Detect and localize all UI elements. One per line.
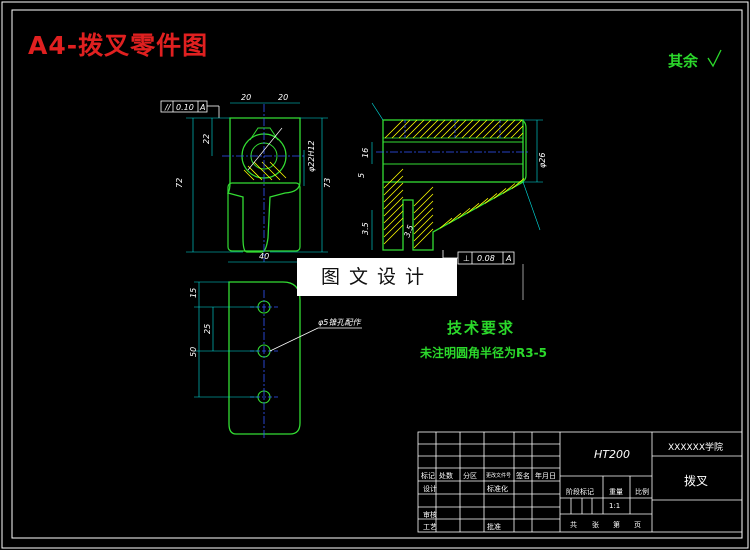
watermark: 图文设计 bbox=[297, 258, 457, 296]
tb-label-approve: 批准 bbox=[487, 523, 501, 531]
side-view bbox=[371, 102, 543, 300]
tb-label-sheet: 张 bbox=[592, 521, 599, 529]
arm-outline bbox=[382, 181, 524, 251]
dim-73: 73 bbox=[323, 178, 332, 188]
bottom-plate bbox=[228, 281, 301, 435]
dim-bore: φ22H12 bbox=[307, 140, 316, 172]
tb-label-standardize: 标准化 bbox=[487, 485, 508, 493]
tb-label-signature: 签名 bbox=[516, 472, 530, 480]
bottom-view bbox=[194, 281, 362, 438]
tb-label-review: 审核 bbox=[423, 511, 437, 519]
title-block bbox=[417, 431, 743, 533]
drawing-title: A4-拨叉零件图 bbox=[28, 31, 209, 60]
tb-label-weight: 重量 bbox=[609, 488, 623, 496]
tol-2-symbol: ⊥ bbox=[463, 254, 470, 263]
front-view bbox=[160, 100, 328, 263]
tb-label-design: 设计 bbox=[423, 485, 437, 493]
tech-req-body: 未注明圆角半径为R3-5 bbox=[420, 346, 547, 360]
inner-frame bbox=[11, 9, 743, 539]
dim-right-16: 16 bbox=[361, 148, 370, 158]
tb-label-scale: 比例 bbox=[635, 488, 649, 496]
surface-finish-icon bbox=[707, 49, 722, 68]
dim-right-3-5a: 3.5 bbox=[361, 222, 370, 235]
surface-note: 其余 bbox=[668, 52, 699, 70]
tb-school: XXXXXX学院 bbox=[668, 443, 723, 453]
tb-label-page: 页 bbox=[634, 521, 641, 529]
tb-label-page-no: 第 bbox=[613, 521, 620, 529]
dim-15: 15 bbox=[189, 288, 198, 298]
tb-label-stage: 阶段标记 bbox=[566, 488, 594, 496]
hole-note: φ5锥孔配作 bbox=[318, 318, 362, 327]
tol-2-datum: A bbox=[505, 254, 511, 263]
dim-right-5: 5 bbox=[357, 173, 366, 178]
dim-top-right: 20 bbox=[278, 93, 288, 102]
tb-label-date: 年月日 bbox=[535, 472, 556, 480]
tb-scale-value: 1:1 bbox=[609, 502, 621, 510]
bore-hatch bbox=[243, 161, 287, 181]
tb-part-name: 拨叉 bbox=[684, 474, 709, 488]
dim-top-left: 20 bbox=[241, 93, 251, 102]
tb-label-process: 工艺 bbox=[423, 523, 437, 531]
tol-frame-1 bbox=[160, 100, 208, 113]
tech-req-title: 技术要求 bbox=[447, 319, 516, 337]
dim-right-3-5b: 3.5 bbox=[402, 224, 415, 239]
tb-label-count: 处数 bbox=[439, 472, 453, 480]
tb-label-mark: 标记 bbox=[421, 472, 435, 480]
tb-label-total: 共 bbox=[570, 521, 577, 529]
hub-hatch-top bbox=[382, 119, 524, 139]
tol-1-symbol: // bbox=[164, 103, 172, 112]
tb-material: HT200 bbox=[594, 448, 630, 461]
tol-1-datum: A bbox=[199, 103, 205, 112]
dim-72: 72 bbox=[175, 178, 184, 188]
tb-label-change-doc: 更改文件号 bbox=[486, 473, 512, 479]
fork-outline bbox=[226, 117, 301, 253]
hub-outline bbox=[382, 119, 524, 183]
dim-right-dia: φ26 bbox=[538, 153, 547, 168]
dim-25: 25 bbox=[203, 324, 212, 334]
tol-1-value: 0.10 bbox=[176, 103, 194, 112]
dim-22: 22 bbox=[202, 134, 211, 144]
tb-label-zone: 分区 bbox=[463, 472, 477, 480]
tol-2-value: 0.08 bbox=[477, 254, 495, 263]
arm-hatch bbox=[383, 168, 525, 249]
dim-50: 50 bbox=[189, 347, 198, 357]
dim-40: 40 bbox=[259, 252, 269, 261]
